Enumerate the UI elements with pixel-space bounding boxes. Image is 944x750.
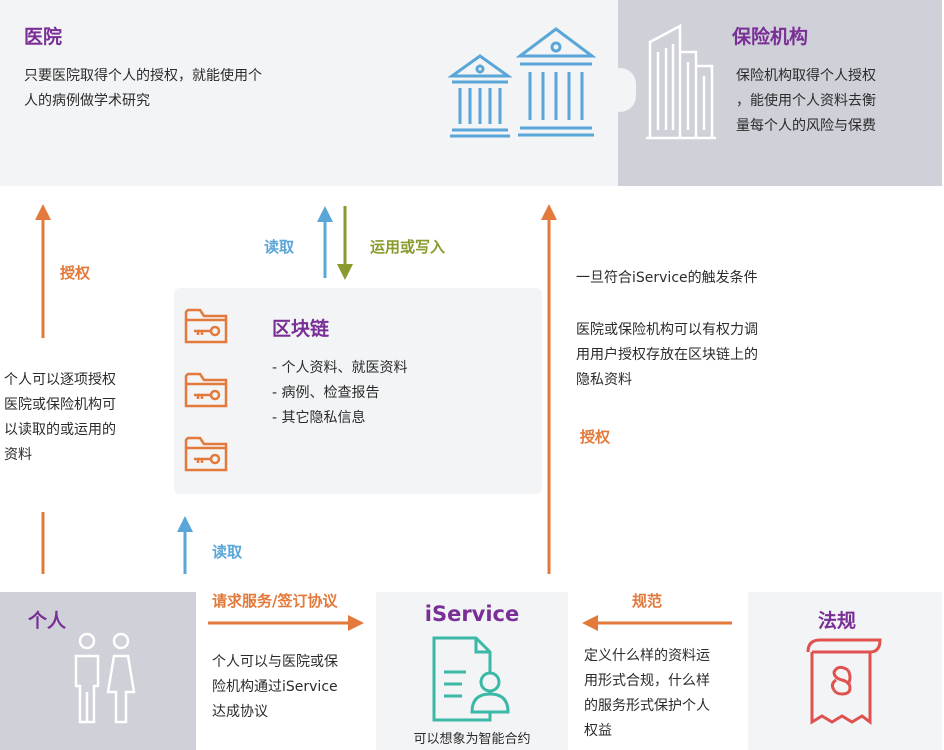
blockchain-item-1: - 个人资料、就医资料 — [272, 360, 408, 376]
blockchain-title: 区块链 — [272, 318, 330, 340]
hospital-building-small-icon — [448, 54, 512, 138]
blockchain-item-3: - 其它隐私信息 — [272, 410, 366, 426]
insurer-desc-line-2: ，能使用个人资料去衡 — [736, 93, 876, 109]
insurer-desc-line-3: 量每个人的风险与保费 — [736, 118, 876, 134]
contract-document-icon — [432, 636, 510, 722]
regulate-desc-line-2: 用形式合规，什么样 — [584, 673, 710, 689]
left-desc-line-1: 个人可以逐项授权 — [4, 372, 116, 388]
request-desc-line-1: 个人可以与医院或保 — [212, 654, 338, 670]
request-desc-line-3: 达成协议 — [212, 704, 268, 720]
right-access-desc: 医院或保险机构可以有权力调 用用户授权存放在区块链上的 隐私资料 — [576, 318, 758, 393]
regulate-label: 规范 — [632, 592, 663, 610]
blockchain-items: - 个人资料、就医资料 - 病例、检查报告 - 其它隐私信息 — [272, 356, 408, 431]
request-arrow-right — [208, 615, 364, 631]
left-desc-line-3: 以读取的或运用的 — [4, 422, 116, 438]
blockchain-item-2: - 病例、检查报告 — [272, 385, 380, 401]
insurer-desc-line-1: 保险机构取得个人授权 — [736, 68, 876, 84]
encrypted-folder-icon-2 — [184, 372, 228, 408]
read-arrow-up-bottom — [177, 516, 193, 574]
right-authorize-label: 授权 — [580, 428, 611, 446]
blockchain-panel — [174, 288, 542, 494]
hospital-desc: 只要医院取得个人的授权，就能使用个 人的病例做学术研究 — [24, 64, 262, 114]
hospital-building-large-icon — [516, 27, 596, 137]
left-authorize-line-lower — [41, 512, 45, 574]
read-label-top: 读取 — [264, 238, 295, 256]
right-desc-line-2: 用用户授权存放在区块链上的 — [576, 347, 758, 363]
regulate-desc-line-3: 的服务形式保护个人 — [584, 698, 710, 714]
left-authorize-arrow-up — [35, 204, 51, 338]
right-trigger-desc: 一旦符合iService的触发条件 — [576, 270, 758, 286]
iservice-title: iService — [424, 602, 520, 626]
regulate-desc: 定义什么样的资料运 用形式合规，什么样 的服务形式保护个人 权益 — [584, 644, 710, 744]
regulate-arrow-left — [582, 615, 732, 631]
hospital-desc-line-1: 只要医院取得个人的授权，就能使用个 — [24, 68, 262, 84]
left-desc-line-4: 资料 — [4, 447, 32, 463]
person-title: 个人 — [28, 610, 67, 632]
insurer-desc: 保险机构取得个人授权 ，能使用个人资料去衡 量每个人的风险与保费 — [736, 64, 876, 139]
regulate-desc-line-4: 权益 — [584, 723, 612, 739]
law-scroll-icon — [806, 638, 882, 725]
law-title: 法规 — [818, 610, 857, 632]
insurer-title: 保险机构 — [732, 26, 809, 48]
left-authorize-label: 授权 — [60, 264, 91, 282]
law-panel — [748, 592, 942, 750]
hospital-panel — [0, 0, 618, 186]
write-label-top: 运用或写入 — [370, 238, 446, 256]
right-authorize-arrow-up — [541, 204, 557, 574]
iservice-panel — [376, 592, 568, 750]
left-desc-line-2: 医院或保险机构可 — [4, 397, 116, 413]
panel-notch — [604, 68, 636, 112]
encrypted-folder-icon-1 — [184, 308, 228, 344]
hospital-title: 医院 — [24, 26, 63, 48]
write-arrow-down — [337, 206, 353, 280]
hospital-desc-line-2: 人的病例做学术研究 — [24, 93, 150, 109]
iservice-caption: 可以想象为智能合约 — [413, 732, 531, 747]
request-service-label: 请求服务/签订协议 — [212, 592, 338, 610]
encrypted-folder-icon-3 — [184, 436, 228, 472]
left-authorize-desc: 个人可以逐项授权 医院或保险机构可 以读取的或运用的 资料 — [4, 368, 116, 468]
right-desc-line-3: 隐私资料 — [576, 372, 632, 388]
request-desc-line-2: 险机构通过iService — [212, 679, 338, 695]
read-arrow-up — [317, 206, 333, 278]
insurance-building-icon — [646, 23, 716, 140]
request-desc: 个人可以与医院或保 险机构通过iService 达成协议 — [212, 650, 338, 725]
read-label-bottom: 读取 — [212, 543, 243, 561]
regulate-desc-line-1: 定义什么样的资料运 — [584, 648, 710, 664]
right-desc-line-1: 医院或保险机构可以有权力调 — [576, 322, 758, 338]
person-couple-icon — [74, 632, 136, 724]
